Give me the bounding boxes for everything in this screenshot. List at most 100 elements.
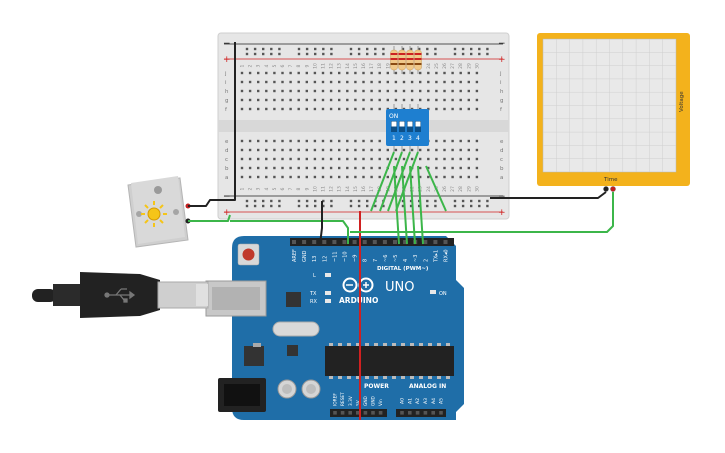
breadboard-hole[interactable] xyxy=(265,175,268,179)
rail-hole[interactable] xyxy=(297,47,301,51)
breadboard-hole[interactable] xyxy=(297,80,300,84)
digital-header[interactable] xyxy=(290,238,454,246)
power-pin-hole[interactable] xyxy=(363,411,368,415)
rail-hole[interactable] xyxy=(486,52,489,56)
rail-hole[interactable] xyxy=(418,199,421,203)
breadboard-hole[interactable] xyxy=(257,148,260,152)
rail-hole[interactable] xyxy=(461,52,465,56)
breadboard-hole[interactable] xyxy=(443,98,446,102)
breadboard-hole[interactable] xyxy=(338,80,341,84)
breadboard-hole[interactable] xyxy=(362,166,365,170)
breadboard-hole[interactable] xyxy=(467,175,470,179)
rail-hole[interactable] xyxy=(434,47,437,51)
rail-hole[interactable] xyxy=(322,204,325,208)
rail-hole[interactable] xyxy=(297,52,301,56)
breadboard-hole[interactable] xyxy=(346,148,349,152)
breadboard-hole[interactable] xyxy=(257,166,260,170)
breadboard-hole[interactable] xyxy=(313,98,317,102)
rail-hole[interactable] xyxy=(486,47,489,51)
breadboard-hole[interactable] xyxy=(281,175,284,179)
breadboard-hole[interactable] xyxy=(273,148,276,152)
rail-hole[interactable] xyxy=(330,204,333,208)
breadboard-hole[interactable] xyxy=(289,166,292,170)
rail-hole[interactable] xyxy=(349,47,353,51)
breadboard-hole[interactable] xyxy=(289,80,292,84)
breadboard-hole[interactable] xyxy=(289,107,292,111)
rail-hole[interactable] xyxy=(314,52,317,56)
rail-hole[interactable] xyxy=(461,199,465,203)
digital-pin-hole[interactable] xyxy=(302,240,307,244)
rail-hole[interactable] xyxy=(426,199,429,203)
breadboard-hole[interactable] xyxy=(321,98,325,102)
breadboard-hole[interactable] xyxy=(289,98,292,102)
digital-pin-hole[interactable] xyxy=(322,240,327,244)
breadboard-hole[interactable] xyxy=(273,80,276,84)
breadboard-hole[interactable] xyxy=(435,98,438,102)
breadboard-hole[interactable] xyxy=(313,148,317,152)
wire-dip-1[interactable] xyxy=(370,151,395,212)
breadboard-hole[interactable] xyxy=(248,166,252,170)
breadboard-hole[interactable] xyxy=(265,148,268,152)
breadboard-hole[interactable] xyxy=(402,71,406,75)
breadboard-hole[interactable] xyxy=(475,148,479,152)
breadboard-hole[interactable] xyxy=(313,89,317,93)
breadboard-hole[interactable] xyxy=(248,98,252,102)
wire-plotter-signal[interactable] xyxy=(350,192,614,233)
breadboard-hole[interactable] xyxy=(443,157,446,161)
breadboard-hole[interactable] xyxy=(265,107,268,111)
dip-toggle-4[interactable] xyxy=(415,121,421,127)
rail-hole[interactable] xyxy=(418,204,421,208)
breadboard-hole[interactable] xyxy=(419,175,422,179)
breadboard-hole[interactable] xyxy=(370,157,373,161)
breadboard-hole[interactable] xyxy=(402,89,406,93)
rail-hole[interactable] xyxy=(357,47,361,51)
digital-pin-hole[interactable] xyxy=(312,240,317,244)
plotter-terminal-positive[interactable] xyxy=(610,186,616,192)
rail-hole[interactable] xyxy=(330,199,333,203)
breadboard-hole[interactable] xyxy=(346,71,349,75)
breadboard-hole[interactable] xyxy=(329,89,333,93)
breadboard-hole[interactable] xyxy=(402,148,406,152)
breadboard-hole[interactable] xyxy=(402,157,406,161)
breadboard-hole[interactable] xyxy=(362,107,365,111)
breadboard-hole[interactable] xyxy=(370,175,373,179)
breadboard-hole[interactable] xyxy=(394,89,398,93)
rail-hole[interactable] xyxy=(434,199,437,203)
breadboard-hole[interactable] xyxy=(459,71,462,75)
breadboard-hole[interactable] xyxy=(419,148,422,152)
digital-pin-hole[interactable] xyxy=(332,240,337,244)
breadboard-hole[interactable] xyxy=(370,139,373,143)
breadboard-hole[interactable] xyxy=(435,71,438,75)
breadboard-hole[interactable] xyxy=(321,107,325,111)
power-pin-holes[interactable] xyxy=(333,411,383,415)
rail-hole[interactable] xyxy=(270,47,273,51)
rail-hole[interactable] xyxy=(434,52,437,56)
wire-dip-2[interactable] xyxy=(379,151,403,212)
breadboard-hole[interactable] xyxy=(240,98,244,102)
breadboard-hole[interactable] xyxy=(370,89,373,93)
breadboard-hole[interactable] xyxy=(265,71,268,75)
rail-hole[interactable] xyxy=(253,204,257,208)
breadboard-hole[interactable] xyxy=(313,71,317,75)
breadboard-hole[interactable] xyxy=(419,80,422,84)
breadboard-hole[interactable] xyxy=(329,107,333,111)
breadboard-hole[interactable] xyxy=(257,175,260,179)
breadboard-hole[interactable] xyxy=(265,166,268,170)
breadboard-hole[interactable] xyxy=(435,107,438,111)
digital-pin-hole[interactable] xyxy=(342,240,347,244)
rail-hole[interactable] xyxy=(305,47,309,51)
rail-hole[interactable] xyxy=(349,199,353,203)
breadboard-hole[interactable] xyxy=(305,107,308,111)
rail-hole[interactable] xyxy=(297,204,301,208)
rail-hole[interactable] xyxy=(330,52,333,56)
rail-hole[interactable] xyxy=(409,47,413,51)
breadboard-hole[interactable] xyxy=(297,107,300,111)
rail-hole[interactable] xyxy=(278,52,281,56)
breadboard-hole[interactable] xyxy=(257,157,260,161)
breadboard-hole[interactable] xyxy=(467,71,470,75)
breadboard-hole[interactable] xyxy=(321,80,325,84)
rail-hole[interactable] xyxy=(374,47,377,51)
breadboard-hole[interactable] xyxy=(370,148,373,152)
rail-hole[interactable] xyxy=(418,47,421,51)
power-pin-hole[interactable] xyxy=(356,411,360,415)
